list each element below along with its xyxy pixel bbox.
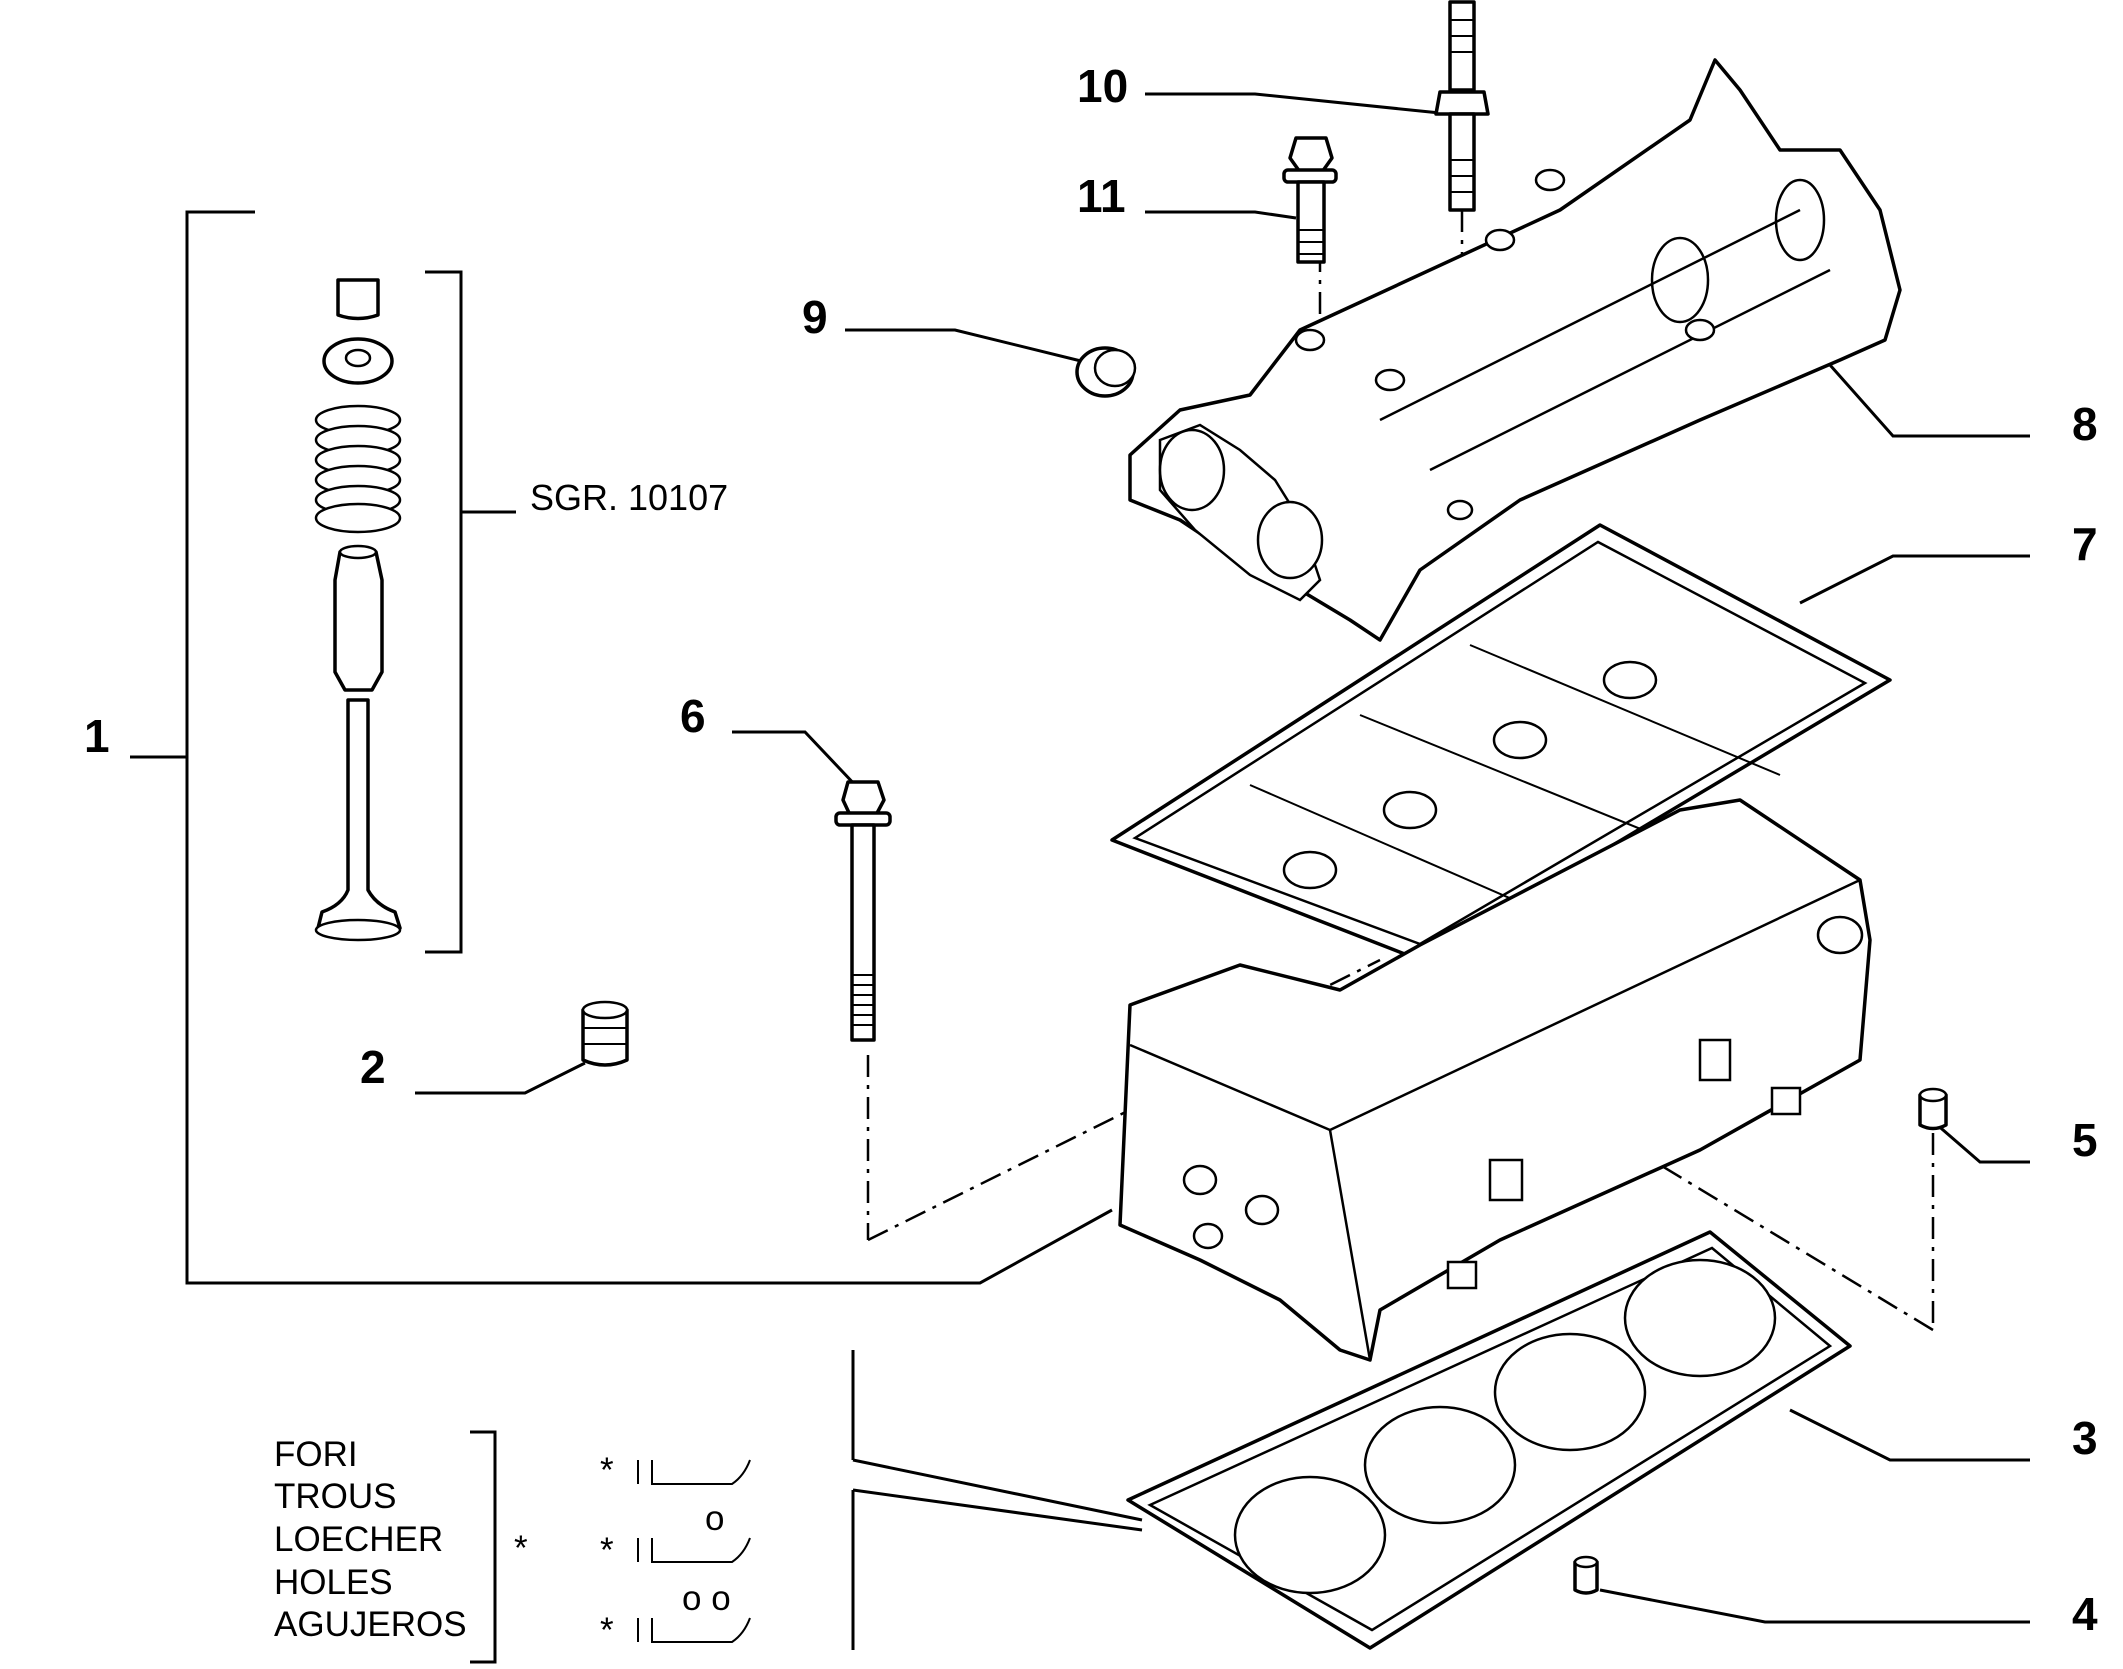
callout-1[interactable]: 1 — [84, 710, 110, 762]
head-gasket — [1126, 1230, 1852, 1650]
cylinder-head-bolt — [834, 780, 892, 1042]
legend-row-3-holes: o o — [682, 1579, 731, 1618]
callout-8[interactable]: 8 — [2072, 398, 2098, 450]
legend-row-1-profile — [637, 1459, 751, 1485]
valve — [316, 698, 402, 930]
legend-row-2-marker: * — [600, 1531, 614, 1570]
legend-row-3-profile — [637, 1617, 751, 1643]
subgroup-reference[interactable]: SGR. 10107 — [530, 477, 728, 518]
callout-5[interactable]: 5 — [2072, 1114, 2098, 1166]
legend-word-trous[interactable]: TROUS — [274, 1477, 397, 1516]
cylinder-head — [1118, 798, 1872, 1362]
legend-row-2-holes: o — [705, 1499, 724, 1538]
valve-keeper — [336, 278, 380, 321]
valve-spring — [314, 404, 402, 534]
legend-row-1-marker: * — [600, 1451, 614, 1490]
legend-word-agujeros[interactable]: AGUJEROS — [274, 1605, 467, 1644]
callout-2[interactable]: 2 — [360, 1041, 386, 1093]
leader-lines — [130, 92, 2030, 1664]
callout-9[interactable]: 9 — [802, 291, 828, 343]
valve-assembly — [314, 278, 402, 942]
callout-10[interactable]: 10 — [1077, 60, 1128, 112]
legend-word-loecher[interactable]: LOECHER — [274, 1520, 443, 1559]
callout-6[interactable]: 6 — [680, 690, 706, 742]
valve-guide — [333, 550, 384, 692]
holes-legend: FORI TROUS LOECHER HOLES AGUJEROS * * * … — [274, 1435, 751, 1650]
legend-row-3-marker: * — [600, 1611, 614, 1650]
hydraulic-tappet — [581, 1000, 629, 1067]
sealing-plug — [1075, 346, 1137, 398]
callout-11[interactable]: 11 — [1077, 170, 1126, 222]
cover-gasket — [1110, 523, 1892, 962]
callout-4[interactable]: 4 — [2072, 1588, 2098, 1640]
cover-screw — [1282, 136, 1338, 264]
legend-row-2-profile — [637, 1537, 751, 1563]
callout-7[interactable]: 7 — [2072, 518, 2098, 570]
callout-3[interactable]: 3 — [2072, 1412, 2098, 1464]
legend-asterisk: * — [514, 1529, 528, 1568]
camshaft-housing — [1128, 58, 1902, 642]
legend-word-fori[interactable]: FORI — [274, 1435, 358, 1474]
cover-stud — [1434, 0, 1490, 212]
locating-dowel — [1918, 1087, 1948, 1131]
gasket-dowel — [1573, 1555, 1599, 1595]
legend-word-holes[interactable]: HOLES — [274, 1563, 393, 1602]
